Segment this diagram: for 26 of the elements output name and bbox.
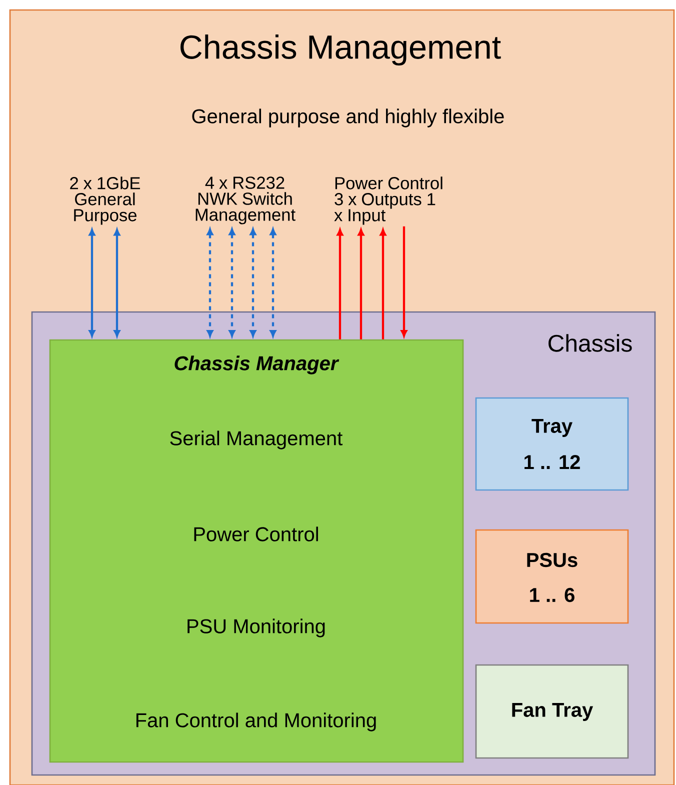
arrow <box>114 228 120 337</box>
box-heading: Chassis <box>548 334 632 352</box>
feature-text: Fan Control and Monitoring <box>136 712 376 732</box>
feature-text: PSU Monitoring <box>188 618 325 638</box>
arrow <box>400 226 408 337</box>
arrow <box>358 228 364 340</box>
box-heading: Tray <box>532 419 572 437</box>
arrow <box>88 228 96 337</box>
arrow <box>206 228 214 337</box>
box-heading: PSUs <box>527 552 578 568</box>
arrow <box>270 228 276 337</box>
arrow <box>336 228 344 340</box>
arrow <box>250 228 256 337</box>
port-label: 4 x RS232 NWK Switch Management <box>196 176 296 224</box>
box-heading: Fan Tray <box>512 703 594 721</box>
arrow <box>380 228 386 340</box>
feature-text: Power Control <box>194 526 318 542</box>
subtitle: General purpose and highly flexible <box>192 108 504 128</box>
port-label: 2 x 1GbE General Purpose <box>70 176 140 225</box>
box-heading: Chassis Manager <box>174 356 340 374</box>
feature-text: Serial Management <box>170 430 343 450</box>
title: Chassis Management <box>180 34 501 66</box>
arrow <box>228 228 236 337</box>
port-label: Power Control 3 x Outputs 1 x Input <box>334 176 442 225</box>
box-text: 1 .. 6 <box>530 588 574 602</box>
box-text: 1 .. 12 <box>524 455 580 469</box>
